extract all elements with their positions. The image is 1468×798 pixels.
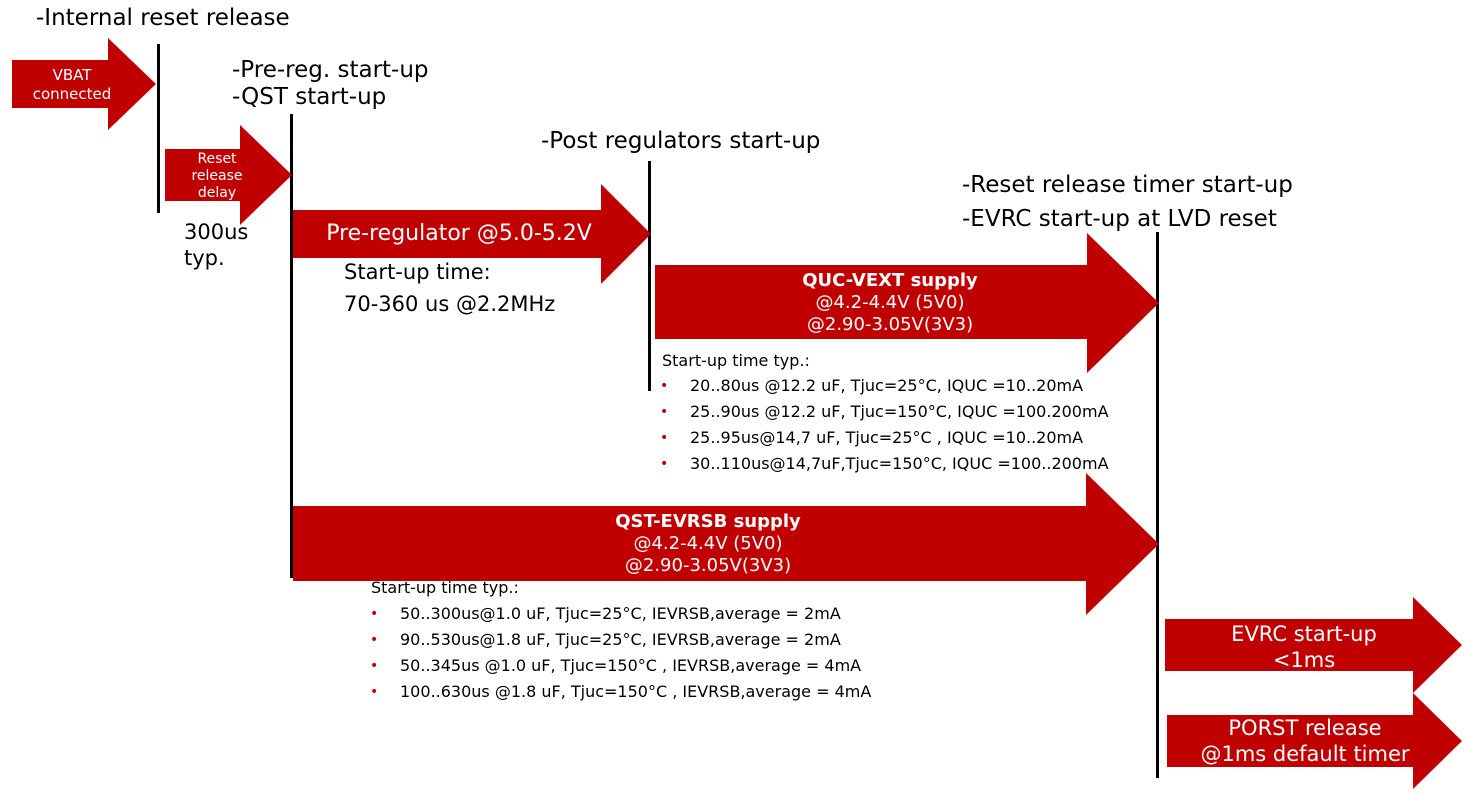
- porst-release-arrow: PORST release @1ms default timer: [1167, 693, 1462, 789]
- marker-post-regulators: [648, 161, 651, 391]
- reset-delay-line1: Reset: [197, 151, 237, 167]
- qst-evrsb-line3: @2.90-3.05V(3V3): [624, 555, 792, 576]
- evrc-line2: <1ms: [1272, 648, 1336, 672]
- quc-vext-line3: @2.90-3.05V(3V3): [806, 314, 974, 335]
- qst-note-title: Start-up time typ.:: [371, 578, 519, 597]
- delay-note-line2: typ.: [184, 246, 225, 270]
- pre-regulator-label: Pre-regulator @5.0-5.2V: [326, 221, 592, 246]
- evrc-line1: EVRC start-up: [1231, 622, 1377, 646]
- reset-release-delay-arrow: Reset release delay: [165, 125, 292, 225]
- bullet-icon: •: [660, 378, 669, 394]
- porst-line1: PORST release: [1228, 716, 1382, 740]
- qst-evrsb-arrow-shape: [293, 473, 1159, 615]
- list-item-text: 50..300us@1.0 uF, Tjuc=25°C, IEVRSB,aver…: [400, 604, 841, 623]
- bullet-icon: •: [660, 456, 669, 472]
- list-item-text: 30..110us@14,7uF,Tjuc=150°C, IQUC =100..…: [690, 454, 1109, 473]
- pre-regulator-arrow-shape: [293, 184, 651, 284]
- heading-reset-timer: -Reset release timer start-up: [962, 172, 1293, 198]
- evrc-arrow-shape: [1165, 597, 1462, 693]
- list-item: • 25..90us @12.2 uF, Tjuc=150°C, IQUC =10…: [660, 399, 1109, 425]
- qst-evrsb-title: QST-EVRSB supply: [615, 511, 801, 532]
- list-item: • 90..530us@1.8 uF, Tjuc=25°C, IEVRSB,ave…: [370, 627, 871, 653]
- delay-note-line1: 300us: [184, 220, 249, 244]
- qst-evrsb-arrow: QST-EVRSB supply @4.2-4.4V (5V0) @2.90-3…: [293, 473, 1159, 615]
- bullet-icon: •: [660, 404, 669, 420]
- bullet-icon: •: [370, 632, 379, 648]
- pre-regulator-arrow: Pre-regulator @5.0-5.2V: [293, 184, 651, 284]
- quc-vext-arrow: QUC-VEXT supply @4.2-4.4V (5V0) @2.90-3.…: [655, 233, 1159, 373]
- list-item-text: 25..95us@14,7 uF, Tjuc=25°C , IQUC =10..…: [690, 428, 1084, 447]
- heading-prereg-startup: -Pre-reg. start-up: [232, 57, 429, 83]
- vbat-arrow-shape: [12, 38, 156, 130]
- quc-vext-line2: @4.2-4.4V (5V0): [815, 292, 965, 313]
- bullet-icon: •: [660, 430, 669, 446]
- quc-vext-title: QUC-VEXT supply: [802, 270, 978, 291]
- quc-note-title: Start-up time typ.:: [662, 351, 810, 370]
- porst-line2: @1ms default timer: [1200, 742, 1410, 766]
- heading-evrc-lvd: -EVRC start-up at LVD reset: [962, 206, 1277, 232]
- heading-qst-startup: -QST start-up: [232, 84, 387, 110]
- list-item-text: 25..90us @12.2 uF, Tjuc=150°C, IQUC =100…: [690, 402, 1109, 421]
- list-item-text: 100..630us @1.8 uF, Tjuc=150°C , IEVRSB,…: [400, 682, 872, 701]
- list-item-text: 20..80us @12.2 uF, Tjuc=25°C, IQUC =10..…: [690, 376, 1084, 395]
- quc-startup-list: • 20..80us @12.2 uF, Tjuc=25°C, IQUC =10.…: [660, 373, 1109, 477]
- bullet-icon: •: [370, 606, 379, 622]
- qst-evrsb-line2: @4.2-4.4V (5V0): [633, 533, 783, 554]
- heading-internal-reset: -Internal reset release: [36, 5, 290, 31]
- marker-internal-reset: [157, 44, 160, 213]
- qst-startup-list: • 50..300us@1.0 uF, Tjuc=25°C, IEVRSB,ave…: [370, 601, 871, 705]
- list-item: • 30..110us@14,7uF,Tjuc=150°C, IQUC =100.…: [660, 451, 1109, 477]
- quc-vext-arrow-shape: [655, 233, 1159, 373]
- vbat-label-line1: VBAT: [52, 66, 92, 84]
- reset-delay-line3: delay: [197, 185, 237, 201]
- reset-delay-line2: release: [191, 168, 243, 184]
- list-item: • 20..80us @12.2 uF, Tjuc=25°C, IQUC =10.…: [660, 373, 1109, 399]
- marker-reset-timer: [1156, 232, 1159, 778]
- vbat-connected-arrow: VBAT connected: [12, 38, 156, 130]
- list-item: • 25..95us@14,7 uF, Tjuc=25°C , IQUC =10.…: [660, 425, 1109, 451]
- bullet-icon: •: [370, 658, 379, 674]
- list-item: • 50..300us@1.0 uF, Tjuc=25°C, IEVRSB,ave…: [370, 601, 871, 627]
- list-item-text: 90..530us@1.8 uF, Tjuc=25°C, IEVRSB,aver…: [400, 630, 841, 649]
- evrc-startup-arrow: EVRC start-up <1ms: [1165, 597, 1462, 693]
- prereg-note-line1: Start-up time:: [344, 260, 491, 284]
- list-item-text: 50..345us @1.0 uF, Tjuc=150°C , IEVRSB,a…: [400, 656, 862, 675]
- prereg-note-line2: 70-360 us @2.2MHz: [344, 292, 556, 316]
- reset-delay-arrow-shape: [165, 125, 292, 225]
- marker-prereg-start: [290, 114, 293, 578]
- list-item: • 100..630us @1.8 uF, Tjuc=150°C , IEVRSB…: [370, 679, 871, 705]
- bullet-icon: •: [370, 684, 379, 700]
- porst-arrow-shape: [1167, 693, 1462, 789]
- heading-post-regulators: -Post regulators start-up: [541, 128, 821, 154]
- list-item: • 50..345us @1.0 uF, Tjuc=150°C , IEVRSB,…: [370, 653, 871, 679]
- vbat-label-line2: connected: [32, 85, 112, 103]
